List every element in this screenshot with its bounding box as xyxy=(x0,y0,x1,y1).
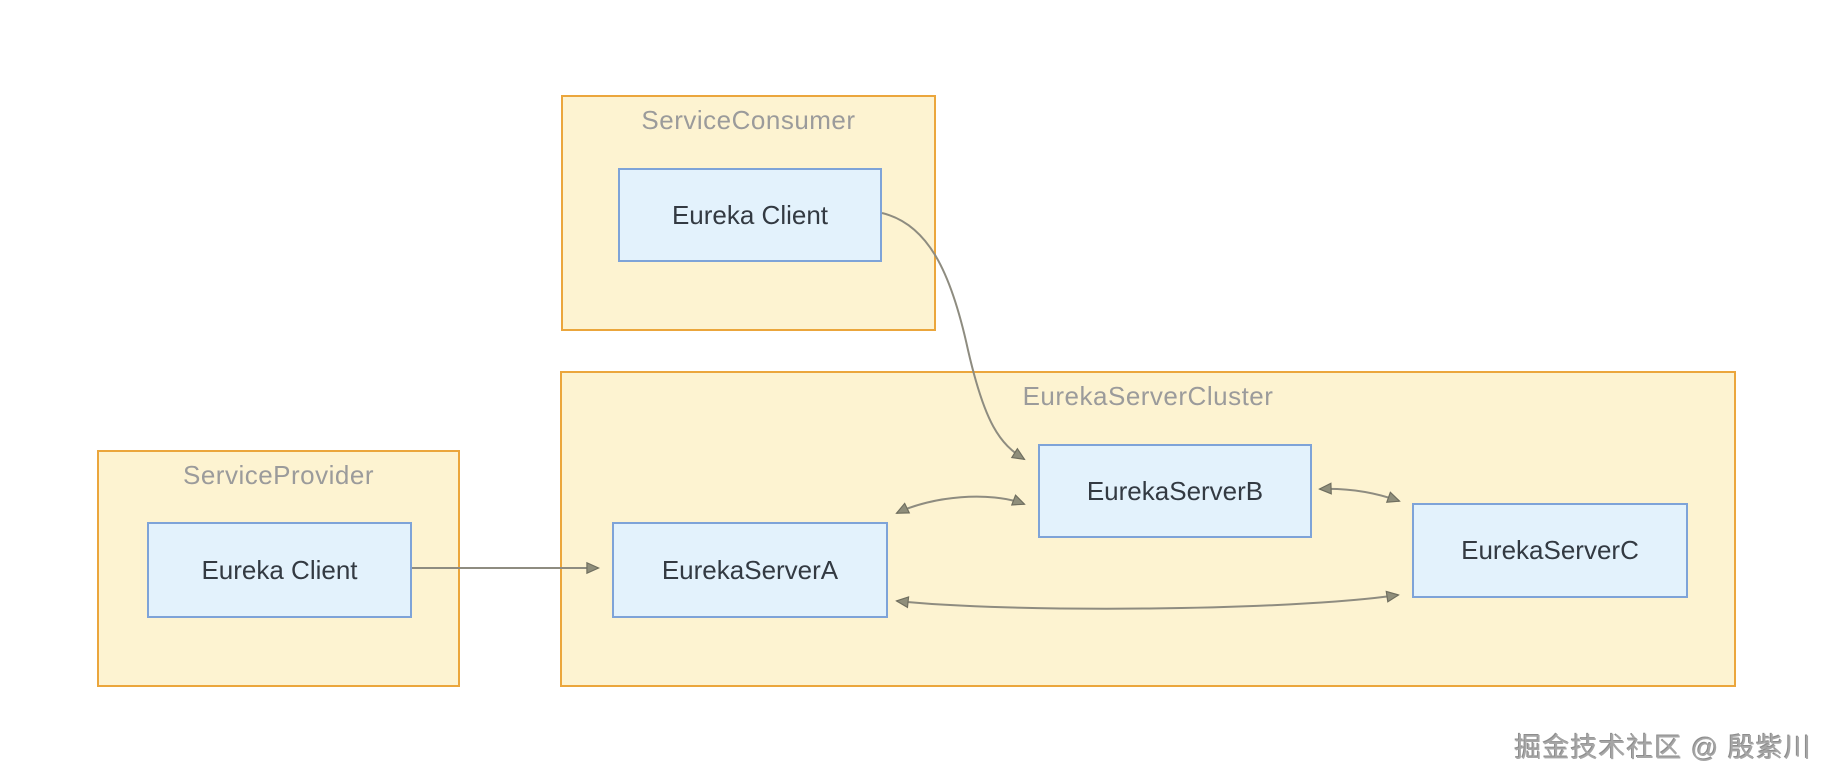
container-title-service-provider: ServiceProvider xyxy=(182,460,374,490)
node-label-eureka-server-b: EurekaServerB xyxy=(1086,475,1264,506)
node-eureka-server-a: EurekaServerA xyxy=(612,522,888,618)
container-service-provider: ServiceProvider Eureka Client xyxy=(97,450,460,687)
node-label-eureka-client-consumer: Eureka Client xyxy=(671,199,829,230)
node-eureka-server-c: EurekaServerC xyxy=(1412,503,1688,598)
watermark-text: 掘金技术社区 @ 殷紫川 xyxy=(1514,733,1812,763)
container-title-service-consumer: ServiceConsumer xyxy=(641,105,856,135)
node-label-eureka-server-a: EurekaServerA xyxy=(661,554,839,585)
container-service-consumer: ServiceConsumer Eureka Client xyxy=(561,95,936,331)
node-label-eureka-client-provider: Eureka Client xyxy=(201,554,358,585)
node-label-eureka-server-c: EurekaServerC xyxy=(1461,535,1639,565)
node-eureka-server-b: EurekaServerB xyxy=(1038,444,1312,538)
node-eureka-client-consumer: Eureka Client xyxy=(618,168,882,262)
node-eureka-client-provider: Eureka Client xyxy=(147,522,412,618)
container-title-eureka-server-cluster: EurekaServerCluster xyxy=(1022,381,1274,411)
container-eureka-server-cluster: EurekaServerCluster EurekaServerA Eureka… xyxy=(560,371,1736,687)
